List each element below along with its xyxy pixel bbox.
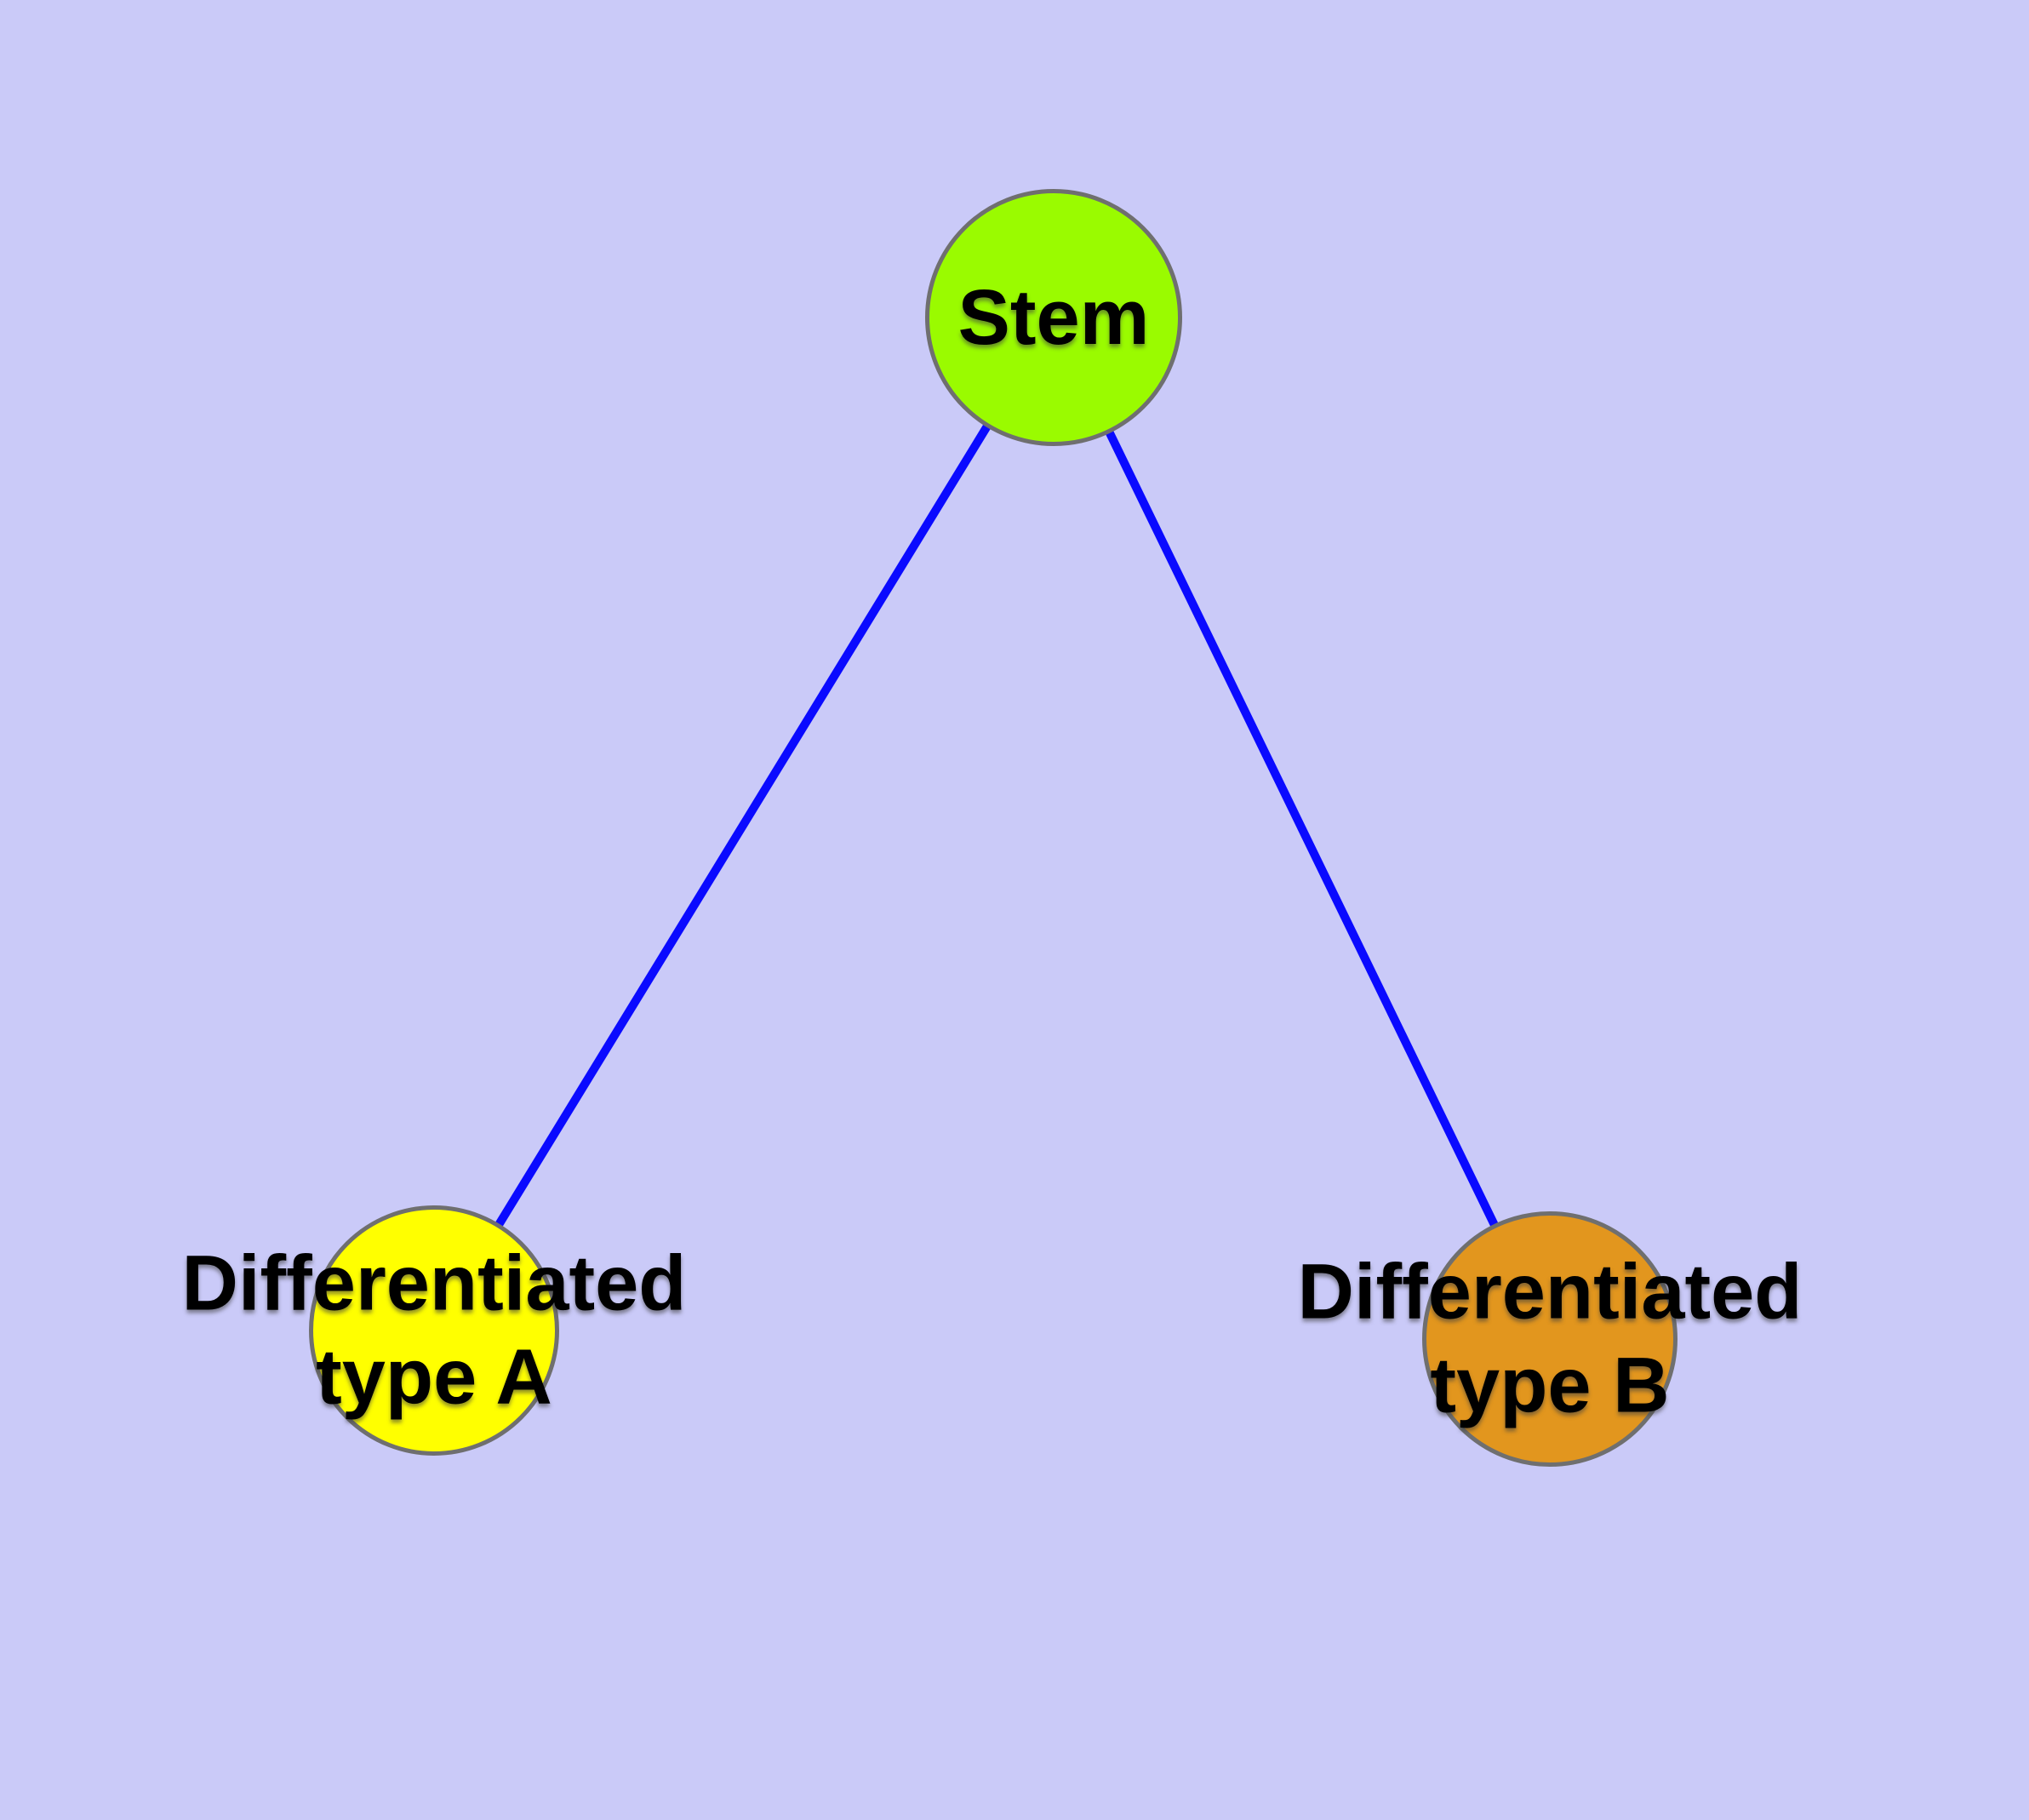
node-stem-label: Stem (957, 273, 1150, 361)
edge-stem-to-type-b[interactable] (1049, 315, 1554, 1342)
node-differentiated-type-b[interactable] (1422, 1211, 1677, 1467)
edge-stem-to-type-a[interactable] (430, 315, 1058, 1333)
node-differentiated-type-a-label: Differentiated type A (181, 1239, 687, 1421)
node-differentiated-type-a[interactable] (309, 1205, 559, 1456)
node-differentiated-type-b-label: Differentiated type B (1297, 1248, 1803, 1429)
node-stem[interactable] (925, 189, 1182, 446)
